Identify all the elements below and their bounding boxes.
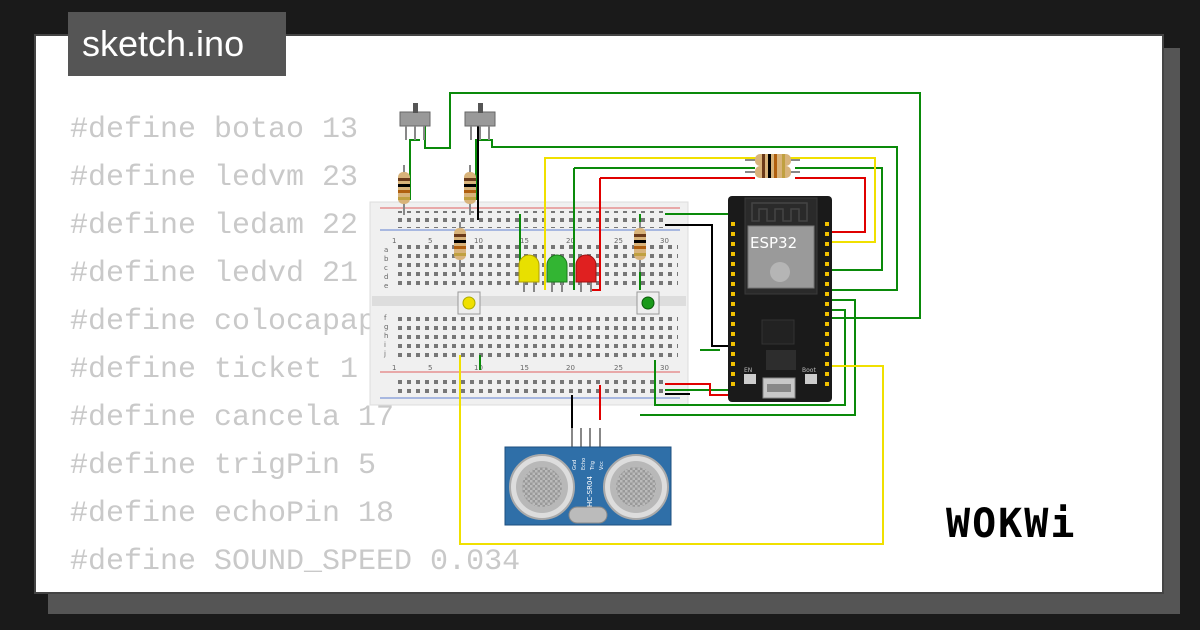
bb-col-label: 15 (520, 364, 529, 372)
led-green[interactable] (546, 254, 568, 292)
bb-col-label: 1 (392, 364, 396, 372)
ultrasonic-sensor[interactable]: HC-SR04 Vcc Trig Echo Gnd (504, 428, 672, 526)
bb-row-label: e (384, 282, 388, 290)
bb-row-label: d (384, 273, 388, 281)
bb-col-label: 20 (566, 364, 575, 372)
bb-row-label: f (384, 314, 387, 322)
sensor-pin-label: Trig (590, 461, 596, 471)
black-wires (477, 118, 730, 430)
wokwi-logo: WOKWi (946, 501, 1076, 547)
bb-col-label: 25 (614, 237, 623, 245)
sensor-pin-label: Gnd (572, 460, 578, 470)
yellow-wires (459, 157, 884, 545)
bb-col-label: 20 (566, 237, 575, 245)
bb-row-label: h (384, 332, 388, 340)
bb-row-label: b (384, 255, 389, 263)
bb-col-label: 25 (614, 364, 623, 372)
code-line: #define SOUND_SPEED 0.034 (70, 545, 521, 579)
resistor-2[interactable] (464, 165, 476, 215)
bb-row-label: c (384, 264, 388, 272)
bb-row-label: j (383, 350, 386, 358)
resistor-4[interactable] (634, 222, 646, 272)
resistor-6[interactable] (745, 166, 800, 178)
bb-col-label: 10 (474, 237, 483, 245)
led-yellow[interactable] (518, 254, 540, 292)
sensor-pin-label: Vcc (599, 461, 605, 470)
code-line: #define echoPin 18 (70, 497, 395, 531)
code-line: #define botao 13 (70, 113, 359, 147)
red-wires (590, 177, 866, 420)
bb-col-label: 30 (660, 364, 669, 372)
boot-label: Boot (802, 367, 816, 374)
bb-col-label: 5 (428, 364, 432, 372)
slide-switch-2[interactable] (464, 103, 496, 140)
sensor-pin-label: Echo (581, 458, 587, 470)
file-tab[interactable]: sketch.ino (68, 12, 286, 76)
en-label: EN (744, 367, 752, 374)
bb-col-label: 10 (474, 364, 483, 372)
resistor-3[interactable] (454, 222, 466, 272)
resistor-5[interactable] (745, 154, 800, 166)
bb-row-label: i (384, 341, 386, 349)
pushbutton-green[interactable] (636, 291, 660, 315)
code-line: #define trigPin 5 (70, 449, 377, 483)
resistor-1[interactable] (398, 165, 410, 215)
bb-col-label: 15 (520, 237, 529, 245)
bb-col-label: 30 (660, 237, 669, 245)
pushbutton-yellow[interactable] (457, 291, 481, 315)
sensor-label: HC-SR04 (586, 476, 594, 507)
breadboard[interactable]: 1 5 10 15 20 25 30 1 5 10 15 20 25 30 a … (369, 201, 689, 406)
esp32-label: ESP32 (750, 234, 797, 252)
wokwi-logo-text: WOKWi (946, 501, 1076, 547)
code-line: #define ledvm 23 (70, 161, 359, 195)
bb-row-label: g (384, 323, 388, 331)
led-red[interactable] (575, 254, 597, 292)
code-line: #define ledvd 21 (70, 257, 359, 291)
code-line: #define cancela 17 (70, 401, 395, 435)
esp32-board[interactable]: ESP32 EN Boot (728, 196, 832, 402)
code-background: #define botao 13 #define ledvm 23 #defin… (70, 106, 520, 586)
slide-switch-1[interactable] (399, 103, 431, 140)
bb-col-label: 5 (428, 237, 432, 245)
code-line: #define ticket 1 (70, 353, 359, 387)
code-line: #define ledam 22 (70, 209, 359, 243)
green-wires (409, 92, 921, 416)
bb-col-label: 1 (392, 237, 396, 245)
bb-row-label: a (384, 246, 388, 254)
